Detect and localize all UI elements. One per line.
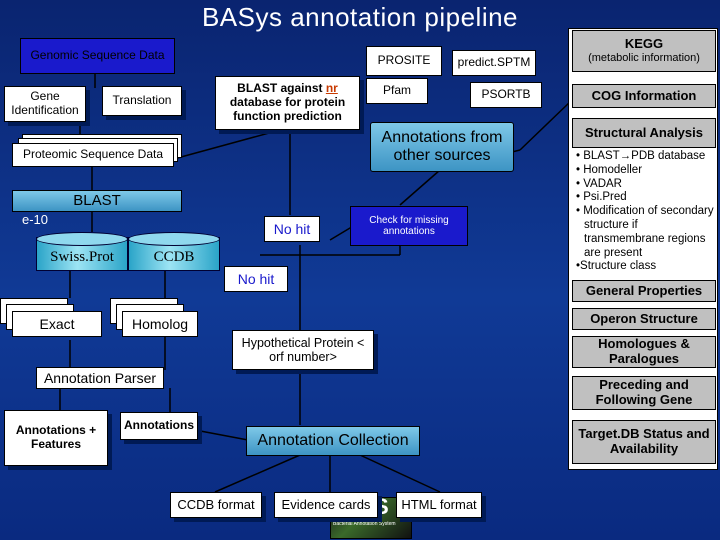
list-item: • BLAST→PDB database: [576, 150, 706, 162]
preceding-following-box: Preceding and Following Gene: [572, 376, 716, 410]
homolog-box: Homolog: [122, 311, 198, 337]
general-properties-box: General Properties: [572, 280, 716, 302]
homologues-paralogues-box: Homologues & Paralogues: [572, 336, 716, 368]
annotation-parser-box: Annotation Parser: [36, 367, 164, 389]
evalue-label: e-10: [22, 212, 49, 227]
exact-box: Exact: [12, 311, 102, 337]
list-item: • VADAR: [576, 177, 622, 190]
annotations-features-box: Annotations + Features: [4, 410, 108, 466]
list-item: • Psi.Pred: [576, 191, 627, 204]
list-item: • Homodeller: [576, 163, 643, 176]
kegg-title: KEGG: [624, 36, 664, 52]
swissprot-database: Swiss.Prot: [36, 232, 128, 271]
targetdb-box: Target.DB Status and Availability: [572, 420, 716, 464]
operon-structure-box: Operon Structure: [572, 308, 716, 330]
blast-nr-box: BLAST against nr database for protein fu…: [215, 76, 360, 130]
structural-analysis-list: • BLAST→PDB database • Homodeller • VADA…: [576, 150, 716, 274]
other-sources-box: Annotations from other sources: [370, 122, 514, 172]
ccdb-format-box: CCDB format: [170, 492, 262, 518]
translation-box: Translation: [102, 86, 182, 116]
proteomic-sequence-box: Proteomic Sequence Data: [12, 143, 174, 167]
check-missing-box: Check for missing annotations: [350, 206, 468, 246]
list-item: •Structure class: [576, 260, 657, 273]
predict-sptm-box: predict.SPTM: [452, 50, 536, 76]
hypothetical-protein-box: Hypothetical Protein < orf number>: [232, 330, 374, 370]
gene-identification-box: Gene Identification: [4, 86, 86, 122]
annotations-box: Annotations: [120, 412, 198, 440]
structural-analysis-box: Structural Analysis: [572, 118, 716, 148]
kegg-subtitle: (metabolic information): [588, 52, 700, 65]
html-format-box: HTML format: [396, 492, 482, 518]
genomic-sequence-box: Genomic Sequence Data: [20, 38, 175, 74]
page-title: BASys annotation pipeline: [201, 2, 519, 32]
basys-logo-caption: Bacterial Annotation System: [333, 521, 396, 527]
pfam-box: Pfam: [366, 78, 428, 104]
list-item: • Modification of secondary structure if…: [576, 205, 714, 259]
cog-box: COG Information: [572, 84, 716, 108]
prosite-box: PROSITE: [366, 46, 442, 76]
kegg-box: KEGG (metabolic information): [572, 30, 716, 72]
ccdb-database: CCDB: [128, 232, 220, 271]
annotation-collection-box: Annotation Collection: [246, 426, 420, 456]
no-hit-box-2: No hit: [224, 266, 288, 292]
psortb-box: PSORTB: [470, 82, 542, 108]
evidence-cards-box: Evidence cards: [274, 492, 378, 518]
blast-box: BLAST: [12, 190, 182, 212]
no-hit-box-1: No hit: [264, 216, 320, 242]
